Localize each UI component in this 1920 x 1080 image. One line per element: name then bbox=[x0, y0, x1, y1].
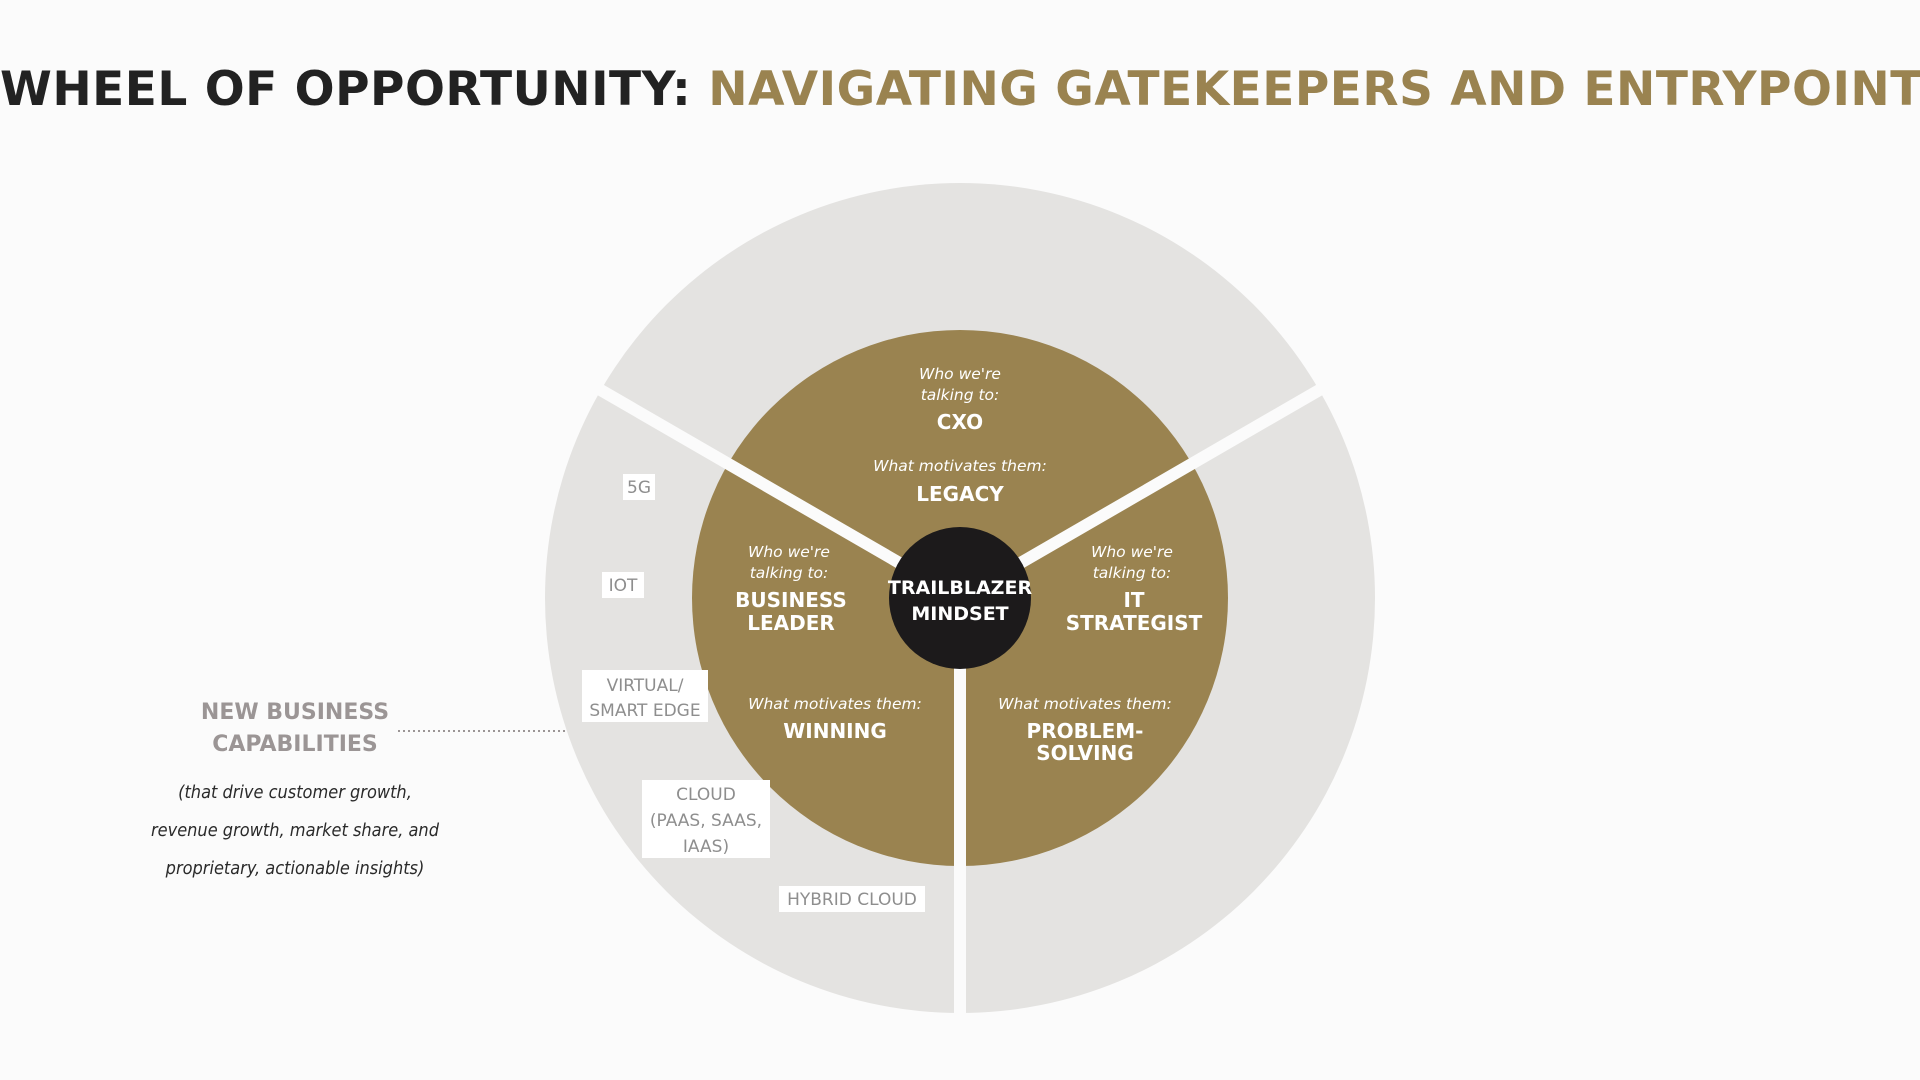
cxo-motivates-label: What motivates them: bbox=[873, 457, 1047, 475]
capability-iot-label: IOT bbox=[609, 576, 638, 596]
segment-business-leader: Who we're talking to: BUSINESS LEADER Wh… bbox=[735, 543, 922, 743]
capability-cloud-label-3: IAAS) bbox=[683, 837, 729, 857]
capability-edge-box bbox=[582, 670, 708, 722]
segment-it-strategist: Who we're talking to: IT STRATEGIST What… bbox=[998, 543, 1202, 765]
it-who-1: IT bbox=[1123, 588, 1144, 612]
it-motivation-1: PROBLEM- bbox=[1027, 719, 1144, 743]
side-title-line-1: NEW BUSINESS bbox=[200, 700, 390, 725]
capability-edge: VIRTUAL/ SMART EDGE bbox=[582, 670, 708, 722]
capability-5g: 5G bbox=[623, 474, 655, 500]
business-motivates-label: What motivates them: bbox=[748, 695, 922, 713]
business-motivation: WINNING bbox=[783, 719, 887, 743]
segment-cxo: Who we're talking to: CXO What motivates… bbox=[873, 365, 1047, 506]
capability-hybrid-box bbox=[779, 886, 925, 912]
side-title-line-2: CAPABILITIES bbox=[212, 732, 378, 757]
capability-cloud-label-2: (PAAS, SAAS, bbox=[650, 811, 762, 831]
capability-5g-label: 5G bbox=[627, 478, 651, 498]
business-who-label-2: talking to: bbox=[750, 564, 829, 582]
capability-cloud: CLOUD (PAAS, SAAS, IAAS) bbox=[642, 780, 770, 858]
it-motivation-2: SOLVING bbox=[1036, 741, 1133, 765]
cxo-motivation: LEGACY bbox=[916, 482, 1004, 506]
hub-line-1: TRAILBLAZER bbox=[888, 577, 1033, 599]
side-desc-line-3: proprietary, actionable insights) bbox=[165, 858, 425, 879]
new-business-capabilities-description: (that drive customer growth, revenue gro… bbox=[150, 774, 440, 888]
hub-circle bbox=[889, 527, 1031, 669]
cxo-who: CXO bbox=[937, 410, 983, 434]
it-who-label-2: talking to: bbox=[1093, 564, 1172, 582]
hub-line-2: MINDSET bbox=[911, 603, 1008, 625]
it-who-2: STRATEGIST bbox=[1066, 611, 1203, 635]
capability-iot: IOT bbox=[602, 572, 644, 598]
side-desc-line-1: (that drive customer growth, bbox=[178, 782, 412, 803]
cxo-who-label-1: Who we're bbox=[919, 365, 1001, 383]
capability-cloud-box bbox=[642, 780, 770, 858]
business-who-1: BUSINESS bbox=[735, 588, 847, 612]
it-who-label-1: Who we're bbox=[1091, 543, 1173, 561]
capability-hybrid-cloud: HYBRID CLOUD bbox=[779, 886, 925, 912]
title-part-1: WHEEL OF OPPORTUNITY: bbox=[0, 62, 692, 117]
page-title: WHEEL OF OPPORTUNITY: NAVIGATING GATEKEE… bbox=[0, 62, 1920, 117]
capability-cloud-label-1: CLOUD bbox=[676, 785, 736, 805]
business-who-label-1: Who we're bbox=[748, 543, 830, 561]
it-motivates-label: What motivates them: bbox=[998, 695, 1172, 713]
capability-edge-label-1: VIRTUAL/ bbox=[607, 676, 684, 696]
cxo-who-label-2: talking to: bbox=[921, 386, 1000, 404]
new-business-capabilities-title: NEW BUSINESS CAPABILITIES bbox=[160, 697, 430, 761]
side-desc-line-2: revenue growth, market share, and bbox=[151, 820, 439, 841]
capability-edge-label-2: SMART EDGE bbox=[589, 701, 700, 721]
capability-5g-box bbox=[623, 474, 655, 500]
business-who-2: LEADER bbox=[747, 611, 835, 635]
title-part-2: NAVIGATING GATEKEEPERS AND ENTRYPOINTS bbox=[708, 62, 1920, 117]
capability-iot-box bbox=[602, 572, 644, 598]
capability-hybrid-label: HYBRID CLOUD bbox=[787, 890, 917, 910]
